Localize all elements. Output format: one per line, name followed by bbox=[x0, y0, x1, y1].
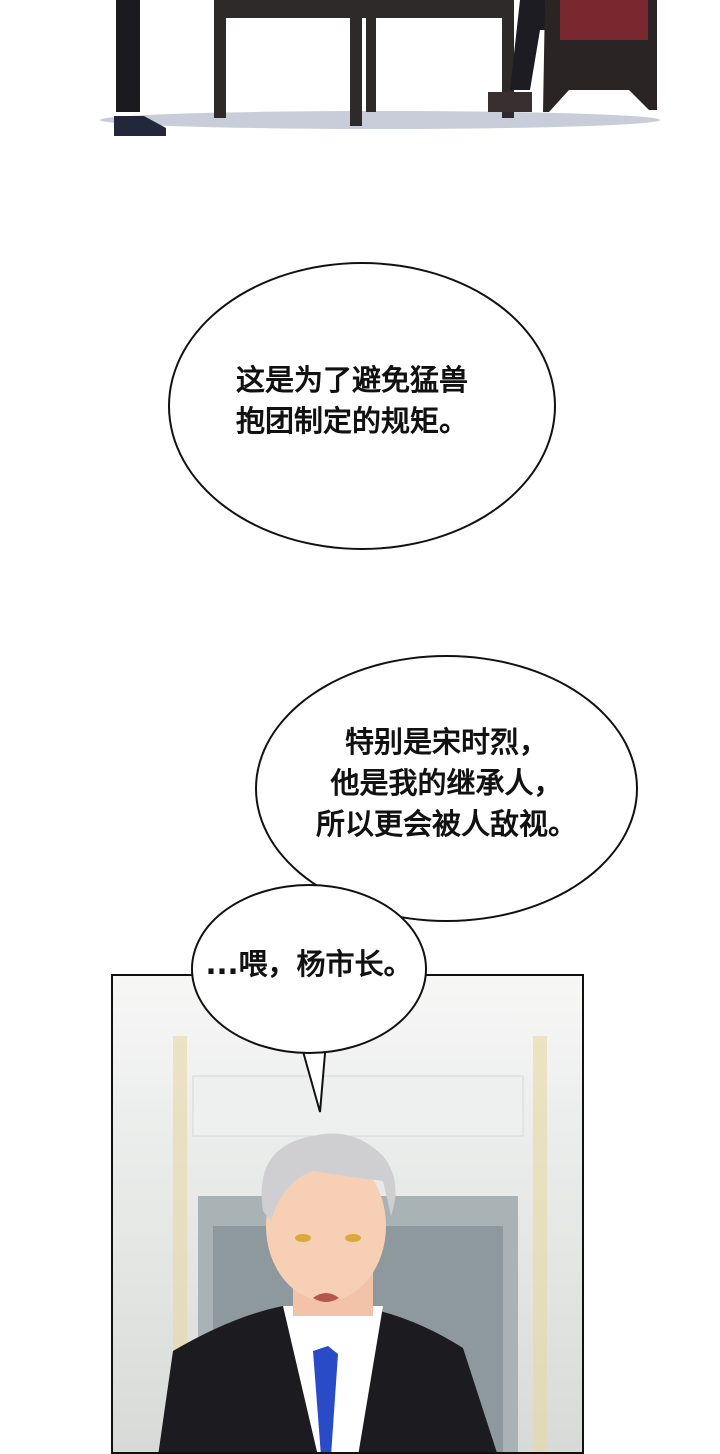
chair-cushion bbox=[560, 0, 648, 40]
eye bbox=[295, 1234, 311, 1242]
speech-bubble: 特别是宋时烈， 他是我的继承人， 所以更会被人敌视。 bbox=[255, 655, 638, 922]
mouth bbox=[313, 1293, 339, 1302]
table-scene-illustration bbox=[100, 0, 660, 136]
standing-person-legs bbox=[116, 0, 140, 112]
face bbox=[266, 1151, 386, 1301]
table-leg bbox=[366, 0, 376, 112]
hair bbox=[261, 1133, 396, 1221]
shoe bbox=[114, 116, 166, 136]
bubble-text: 这是为了避免猛兽 抱团制定的规矩。 bbox=[235, 363, 468, 438]
floor-shadow bbox=[100, 111, 660, 129]
character-illustration bbox=[158, 1036, 547, 1452]
bubble-text: 特别是宋时烈， 他是我的继承人， 所以更会被人敌视。 bbox=[315, 725, 577, 841]
speech-bubble: 这是为了避免猛兽 抱团制定的规矩。 bbox=[168, 262, 556, 550]
eye bbox=[345, 1234, 361, 1242]
comic-panel bbox=[111, 974, 584, 1454]
table-leg bbox=[350, 0, 362, 126]
bubble-text: ...喂，杨市长。 bbox=[205, 946, 413, 981]
shoe bbox=[488, 92, 532, 112]
table-top bbox=[214, 0, 514, 18]
speech-bubble: ...喂，杨市长。 bbox=[191, 884, 427, 1054]
tie bbox=[313, 1346, 338, 1452]
table-leg bbox=[214, 0, 226, 118]
